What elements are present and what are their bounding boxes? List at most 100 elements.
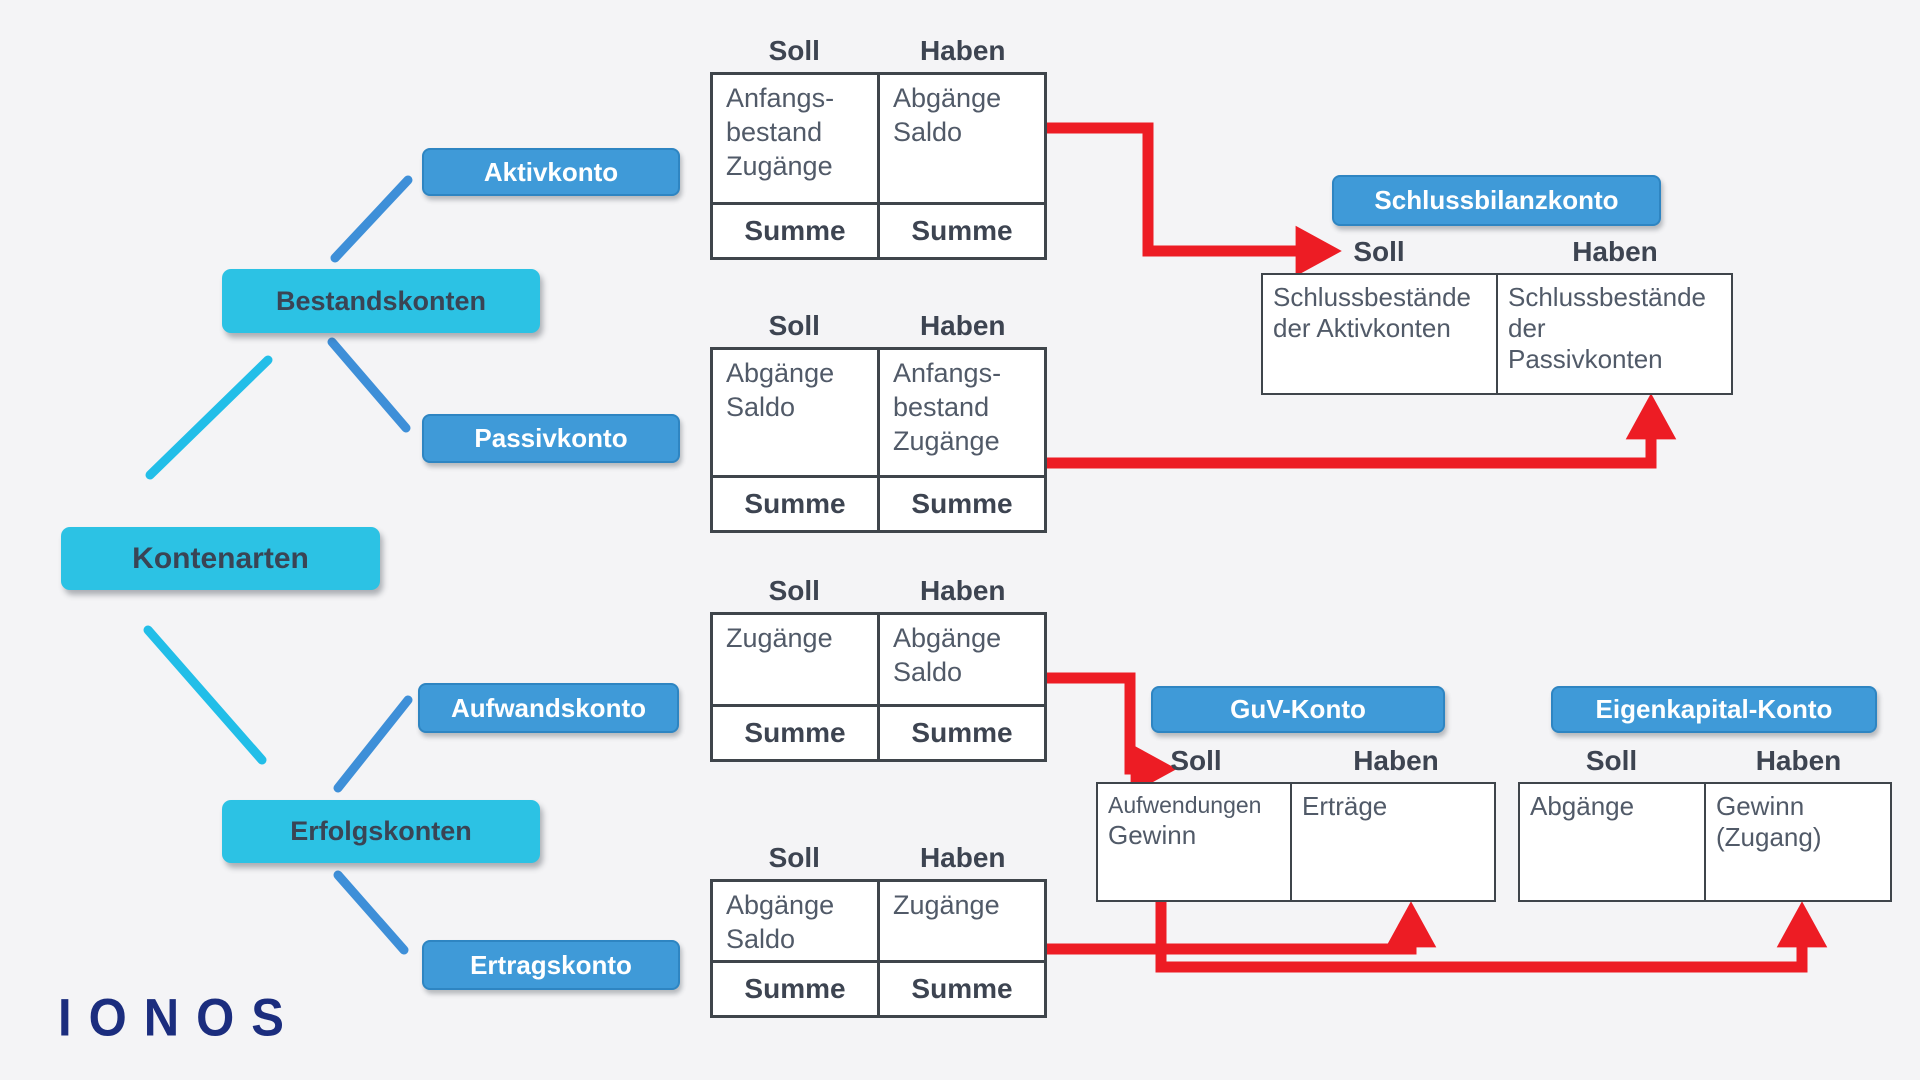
soll-cell: Aufwendungen Gewinn — [1098, 784, 1292, 900]
haben-cell: Anfangs- bestand Zugänge — [880, 350, 1044, 475]
cell-line: Erträge — [1302, 791, 1388, 821]
haben-cell: Zugänge — [880, 882, 1044, 960]
cell-line: Saldo — [726, 392, 796, 422]
soll-cell: Abgänge Saldo — [713, 882, 880, 960]
summe-soll: Summe — [713, 707, 880, 759]
haben-header: Haben — [919, 842, 1006, 873]
soll-header: Soll — [768, 575, 820, 606]
cell-line: bestand — [726, 117, 823, 147]
cell-line: Abgänge — [893, 83, 1002, 113]
soll-cell: Zugänge — [713, 615, 880, 704]
cell-line: Gewinn — [1108, 820, 1197, 850]
aktivkonto-label: Aktivkonto — [483, 156, 619, 187]
passivkonto-taccount: Soll Haben Abgänge Saldo Anfangs- bestan… — [710, 305, 1047, 533]
summe-haben: Summe — [911, 973, 1013, 1004]
cell-line: Gewinn — [1716, 791, 1805, 821]
haben-header: Haben — [1572, 236, 1658, 267]
soll-header: Soll — [1353, 236, 1405, 267]
aktivkonto-taccount: Soll Haben Anfangs- bestand Zugänge Abgä… — [710, 30, 1047, 260]
cell-line: Anfangs- — [893, 358, 1002, 388]
cell-line: Zugänge — [893, 426, 1000, 456]
cell-line: Zugänge — [726, 151, 833, 181]
guv-konto-headers: Soll Haben — [1096, 740, 1496, 782]
summe-haben: Summe — [911, 717, 1013, 748]
cell-line: Anfangs- — [726, 83, 835, 113]
soll-header: Soll — [768, 35, 820, 66]
passivkonto-label: Passivkonto — [474, 423, 628, 453]
schlussbilanzkonto-headers: Soll Haben — [1261, 231, 1733, 273]
passivkonto-node: Passivkonto — [422, 414, 680, 463]
connector-bestandskonten-aktivkonto — [330, 175, 413, 263]
cell-line: Abgänge — [1530, 791, 1635, 821]
cell-line: Schlussbestände — [1508, 282, 1707, 312]
cell-line: Zugänge — [893, 890, 1000, 920]
connector-erfolgskonten-aufwandskonto — [333, 695, 413, 793]
haben-header: Haben — [919, 310, 1006, 341]
soll-cell: Anfangs- bestand Zugänge — [713, 75, 880, 202]
cell-line: Schlussbestände — [1273, 282, 1472, 312]
soll-header: Soll — [768, 842, 820, 873]
bestandskonten-node: Bestandskonten — [222, 269, 540, 333]
aktivkonto-node: Aktivkonto — [422, 148, 680, 196]
schlussbilanzkonto-title: Schlussbilanzkonto — [1332, 175, 1661, 226]
connector-erfolgskonten-ertragskonto — [333, 870, 409, 955]
cell-line: Passivkonten — [1508, 344, 1663, 374]
eigenkapital-konto-label: Eigenkapital-Konto — [1595, 694, 1833, 724]
cell-line: Aufwendungen — [1108, 792, 1262, 818]
haben-cell: Erträge — [1292, 784, 1494, 900]
aufwandskonto-taccount-headers: Soll Haben — [710, 570, 1047, 612]
cell-line: Saldo — [726, 924, 796, 954]
haben-cell: Gewinn (Zugang) — [1706, 784, 1890, 900]
cell-line: Saldo — [893, 117, 963, 147]
soll-header: Soll — [768, 310, 820, 341]
cell-line: Abgänge — [726, 890, 835, 920]
haben-header: Haben — [919, 575, 1006, 606]
soll-header: Soll — [1170, 745, 1222, 776]
haben-cell: Abgänge Saldo — [880, 75, 1044, 202]
haben-header: Haben — [919, 35, 1006, 66]
cell-line: Abgänge — [726, 358, 835, 388]
soll-cell: Abgänge Saldo — [713, 350, 880, 475]
summe-soll: Summe — [713, 205, 880, 257]
ionos-logo: IONOS — [58, 989, 301, 1048]
soll-cell: Schlussbestände der Aktivkonten — [1263, 275, 1498, 393]
guv-konto-taccount: Soll Haben Aufwendungen Gewinn Erträge — [1096, 740, 1496, 902]
ertragskonto-label: Ertragskonto — [470, 949, 632, 980]
kontenarten-node: Kontenarten — [61, 527, 380, 590]
ertragskonto-taccount-headers: Soll Haben — [710, 837, 1047, 879]
connector-kontenarten-bestandskonten — [145, 355, 273, 480]
connector-kontenarten-erfolgskonten — [143, 625, 267, 765]
ertragskonto-taccount: Soll Haben Abgänge Saldo Zugänge Summe S… — [710, 837, 1047, 1018]
erfolgskonten-label: Erfolgskonten — [290, 816, 472, 846]
schlussbilanzkonto-taccount: Soll Haben Schlussbestände der Aktivkont… — [1261, 231, 1733, 395]
cell-line: der — [1508, 313, 1546, 343]
cell-line: Zugänge — [726, 623, 833, 653]
schlussbilanzkonto-label: Schlussbilanzkonto — [1374, 185, 1619, 215]
haben-header: Haben — [1755, 745, 1842, 776]
aktivkonto-taccount-headers: Soll Haben — [710, 30, 1047, 72]
cell-line: Saldo — [893, 657, 963, 687]
cell-line: der Aktivkonten — [1273, 313, 1451, 343]
soll-header: Soll — [1585, 745, 1638, 776]
haben-header: Haben — [1353, 745, 1439, 776]
eigenkapital-konto-headers: Soll Haben — [1518, 740, 1892, 782]
summe-soll: Summe — [713, 963, 880, 1015]
eigenkapital-konto-taccount: Soll Haben Abgänge Gewinn (Zugang) — [1518, 740, 1892, 902]
haben-cell: Schlussbestände der Passivkonten — [1498, 275, 1731, 393]
passivkonto-taccount-headers: Soll Haben — [710, 305, 1047, 347]
cell-line: bestand — [893, 392, 990, 422]
haben-cell: Abgänge Saldo — [880, 615, 1044, 704]
summe-soll: Summe — [713, 478, 880, 530]
aufwandskonto-taccount: Soll Haben Zugänge Abgänge Saldo Summe S… — [710, 570, 1047, 762]
aufwandskonto-label: Aufwandskonto — [451, 692, 646, 723]
erfolgskonten-node: Erfolgskonten — [222, 800, 540, 863]
summe-haben: Summe — [911, 488, 1013, 519]
connector-bestandskonten-passivkonto — [327, 337, 411, 433]
guv-konto-label: GuV-Konto — [1230, 694, 1366, 724]
soll-cell: Abgänge — [1520, 784, 1706, 900]
ertragskonto-node: Ertragskonto — [422, 940, 680, 990]
bestandskonten-label: Bestandskonten — [275, 285, 487, 316]
cell-line: (Zugang) — [1716, 822, 1822, 852]
kontenarten-label: Kontenarten — [132, 541, 309, 575]
cell-line: Abgänge — [893, 623, 1002, 653]
